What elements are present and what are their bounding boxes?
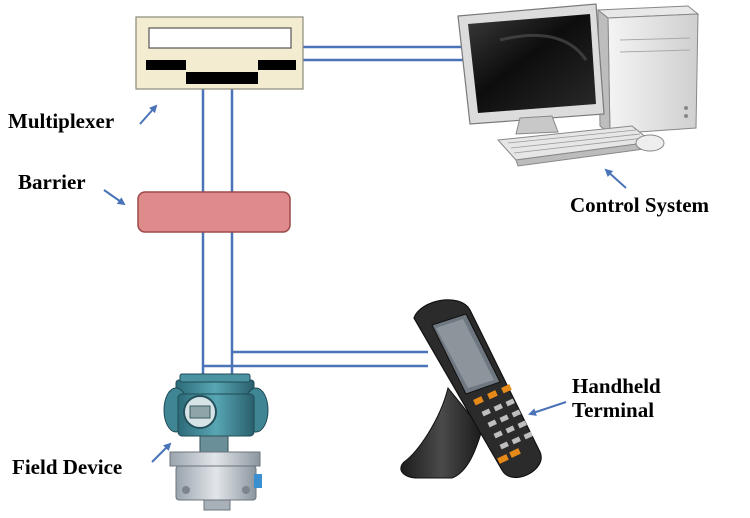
handheld-terminal-icon (400, 299, 542, 479)
pressure-transmitter-icon (163, 373, 269, 511)
barrier-label: Barrier (18, 170, 86, 194)
handheld-terminal-label-line1: Handheld (572, 374, 661, 398)
handheld-terminal-label: Handheld Terminal (572, 374, 661, 422)
label-arrows (103, 104, 627, 463)
desktop-computer-icon (457, 3, 700, 167)
handheld-terminal-label-line2: Terminal (572, 398, 655, 422)
multiplexer-arrow (139, 104, 158, 125)
multiplexer-label: Multiplexer (8, 109, 115, 133)
barrier-arrow (103, 189, 126, 206)
field-device-label: Field Device (12, 455, 123, 479)
barrier (137, 191, 291, 233)
field-device-arrow (151, 442, 172, 463)
control-system-arrow (604, 168, 627, 189)
wiring (201, 45, 468, 392)
multiplexer (135, 16, 304, 90)
handheld-terminal-arrow (528, 401, 567, 416)
control-system-label: Control System (570, 193, 710, 217)
